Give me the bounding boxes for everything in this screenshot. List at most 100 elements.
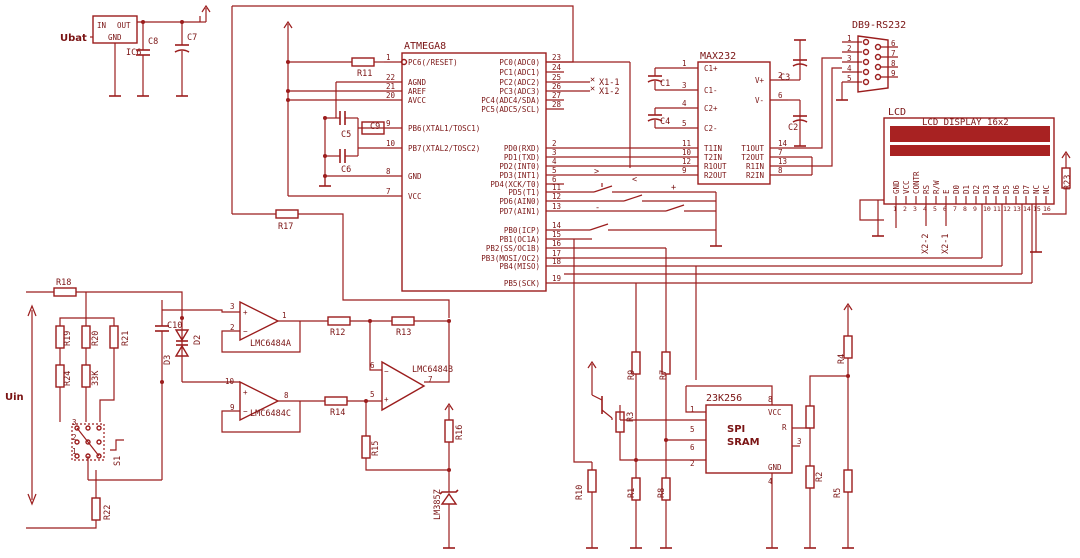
- mcu-pin-name: PD6(AIN0): [499, 197, 540, 206]
- lcd-pin-name: D4: [992, 184, 1001, 194]
- btn-plus-label: +: [671, 183, 676, 193]
- max-pin-name: T1OUT: [741, 144, 764, 153]
- lcd-pin-num: 3: [913, 205, 917, 213]
- svg-text:✕: ✕: [590, 84, 595, 94]
- max-pin-num: 11: [682, 139, 691, 148]
- c8-label: C8: [148, 37, 158, 47]
- atmega8-chip: ATMEGA8 1PC6(/RESET)22AGND21AREF20AVCC9P…: [384, 41, 564, 292]
- opamp-b: − + 6 5 7 LMC6484B: [370, 360, 453, 412]
- opamp-c-label: LMC6484C: [250, 409, 291, 419]
- x2-1-label: X2-1: [941, 234, 951, 254]
- opamp-c: + − 10 9 8 LMC6484C: [225, 377, 291, 422]
- opb-pin5: 5: [370, 390, 375, 399]
- r11-label: R11: [357, 69, 372, 79]
- mcu-pin-num: 5: [552, 166, 557, 175]
- button-left[interactable]: <: [564, 175, 716, 202]
- analog-frontend: Uin R18 R19 R20 R21 R24 33K: [5, 278, 465, 549]
- lcd-pin-name: CONTR: [912, 171, 921, 194]
- c10-label: C10: [167, 321, 182, 331]
- db9-pin: 7: [891, 49, 896, 58]
- r10-label: R10: [575, 485, 585, 500]
- mcu-pin-name: PD4(XCK/T0): [490, 180, 540, 189]
- lcd-pin-num: 9: [973, 205, 977, 213]
- db9-pin: 2: [847, 44, 852, 53]
- db9-pin: 4: [847, 64, 852, 73]
- range-switch-s1[interactable]: S1 3 2 1: [71, 418, 124, 466]
- db9-pin: 1: [847, 34, 852, 43]
- r18-label: R18: [56, 278, 71, 288]
- r5-label: R5: [833, 488, 843, 498]
- sram-part: 23K256: [706, 393, 742, 404]
- max-pin-name: T2OUT: [741, 153, 764, 162]
- mcu-pin-num: 28: [552, 100, 562, 109]
- mcu-pin-num: 22: [386, 73, 395, 82]
- mcu-pin-name: PB5(SCK): [504, 279, 540, 288]
- reg-pin-in: IN: [97, 21, 106, 30]
- mcu-pin-name: PB4(MISO): [499, 262, 540, 271]
- reg-pin-out: OUT: [117, 21, 131, 30]
- sram-title2: SRAM: [727, 437, 760, 448]
- mcu-pin-num: 3: [552, 148, 557, 157]
- button-plus[interactable]: +: [564, 183, 716, 212]
- opamp-a: + − 3 2 1 LMC6484A: [230, 300, 291, 349]
- s1-pin-1: 1: [72, 447, 77, 456]
- mcu-pin-name: PC1(ADC1): [499, 68, 540, 77]
- db9-label: DB9-RS232: [852, 20, 906, 31]
- mcu-pin-num: 11: [552, 183, 561, 192]
- svg-text:+: +: [384, 395, 389, 404]
- mcu-pin-name: PC3(ADC3): [499, 87, 540, 96]
- mcu-pin-num: 16: [552, 239, 562, 248]
- max-pin-num: 9: [682, 166, 687, 175]
- max-pin-name: R1OUT: [704, 162, 727, 171]
- max-pin-num: 1: [682, 59, 687, 68]
- c9-label: C9: [370, 122, 380, 132]
- db9-pin: 9: [891, 69, 896, 78]
- lcd-pin-name: GND: [892, 180, 901, 194]
- r15-label: R15: [371, 441, 381, 456]
- max-pin-num: 7: [778, 148, 783, 157]
- lcd-pin-num: 4: [923, 205, 927, 213]
- lcd-row1: [890, 126, 1050, 142]
- opb-pin7: 7: [428, 375, 433, 384]
- db9-pin: 8: [891, 59, 896, 68]
- db9-pin: 5: [847, 74, 852, 83]
- r3-label: R3: [626, 412, 636, 422]
- x1-2-label: X1-2: [599, 87, 619, 97]
- mcu-pin-num: 7: [386, 187, 391, 196]
- sram-p4: 4: [768, 477, 773, 486]
- lcd-pin-num: 15: [1033, 205, 1041, 213]
- button-right[interactable]: >: [564, 167, 716, 193]
- max-pin-name: C1-: [704, 86, 718, 95]
- opamp-b-label: LMC6484B: [412, 365, 453, 375]
- max-pin-name: V-: [755, 96, 764, 105]
- lcd-pin-num: 8: [963, 205, 967, 213]
- max-pin-name: R2OUT: [704, 171, 727, 180]
- mcu-pin-num: 6: [552, 175, 557, 184]
- button-minus[interactable]: -: [564, 203, 716, 231]
- r33k-label: 33K: [91, 370, 101, 386]
- r19-label: R19: [63, 331, 73, 346]
- lcd-pin-name: D7: [1022, 185, 1031, 194]
- r17-label: R17: [278, 222, 293, 232]
- max232-chip: MAX232 1C1+3C1-4C2+5C2-11T1IN10T2IN12R1O…: [680, 51, 788, 185]
- reg-ref: IC6: [126, 48, 141, 58]
- mcu-pin-num: 14: [552, 221, 562, 230]
- svg-text:✕: ✕: [590, 75, 595, 85]
- r24-label: R24: [63, 371, 73, 386]
- r12-label: R12: [330, 328, 345, 338]
- max-pin-name: C1+: [704, 64, 718, 73]
- svg-text:+: +: [243, 308, 248, 317]
- mcu-pin-num: 2: [552, 139, 557, 148]
- svg-text:+: +: [243, 388, 248, 397]
- max-pin-name: R1IN: [746, 162, 764, 171]
- sram-gnd: GND: [768, 463, 782, 472]
- r13-label: R13: [396, 328, 411, 338]
- lcd-pin-num: 10: [983, 205, 991, 213]
- mcu-right-pins: 23PC0(ADC0)24PC1(ADC1)25PC2(ADC2)26PC3(A…: [481, 53, 564, 288]
- d2-label: D2: [193, 335, 203, 345]
- max-pin-name: T2IN: [704, 153, 722, 162]
- supply-label: Ubat: [60, 33, 87, 44]
- mcu-pin-num: 1: [386, 53, 391, 62]
